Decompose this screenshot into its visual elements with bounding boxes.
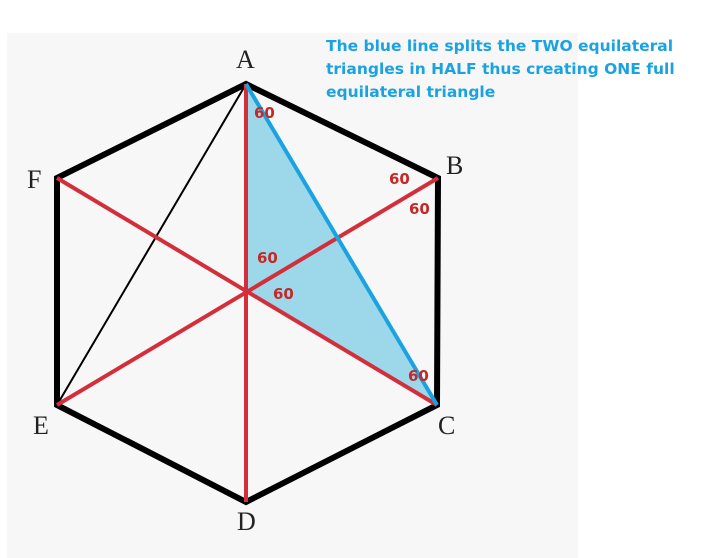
angle-label-center-lower: 60: [273, 285, 294, 303]
vertex-label-d: D: [237, 507, 256, 536]
angle-label-a: 60: [254, 104, 275, 122]
vertex-label-f: F: [27, 165, 41, 194]
diagonal-e-b: [55, 176, 440, 407]
angle-label-c: 60: [408, 367, 429, 385]
diagonal-a-e: [56, 83, 247, 406]
explanation-caption: The blue line splits the TWO equilateral…: [326, 35, 696, 104]
vertex-label-e: E: [33, 411, 49, 440]
vertex-label-c: C: [438, 411, 455, 440]
vertex-label-b: B: [446, 151, 463, 180]
caption-line-3: equilateral triangle: [326, 83, 496, 101]
caption-line-2: triangles in HALF thus creating ONE full: [326, 60, 675, 78]
angle-label-b-lower: 60: [409, 200, 430, 218]
vertex-label-a: A: [236, 45, 255, 74]
angle-label-b-upper: 60: [389, 170, 410, 188]
caption-line-1: The blue line splits the TWO equilateral: [326, 37, 674, 55]
blue-line-a-c: [244, 82, 439, 407]
angle-label-center-upper: 60: [257, 249, 278, 267]
